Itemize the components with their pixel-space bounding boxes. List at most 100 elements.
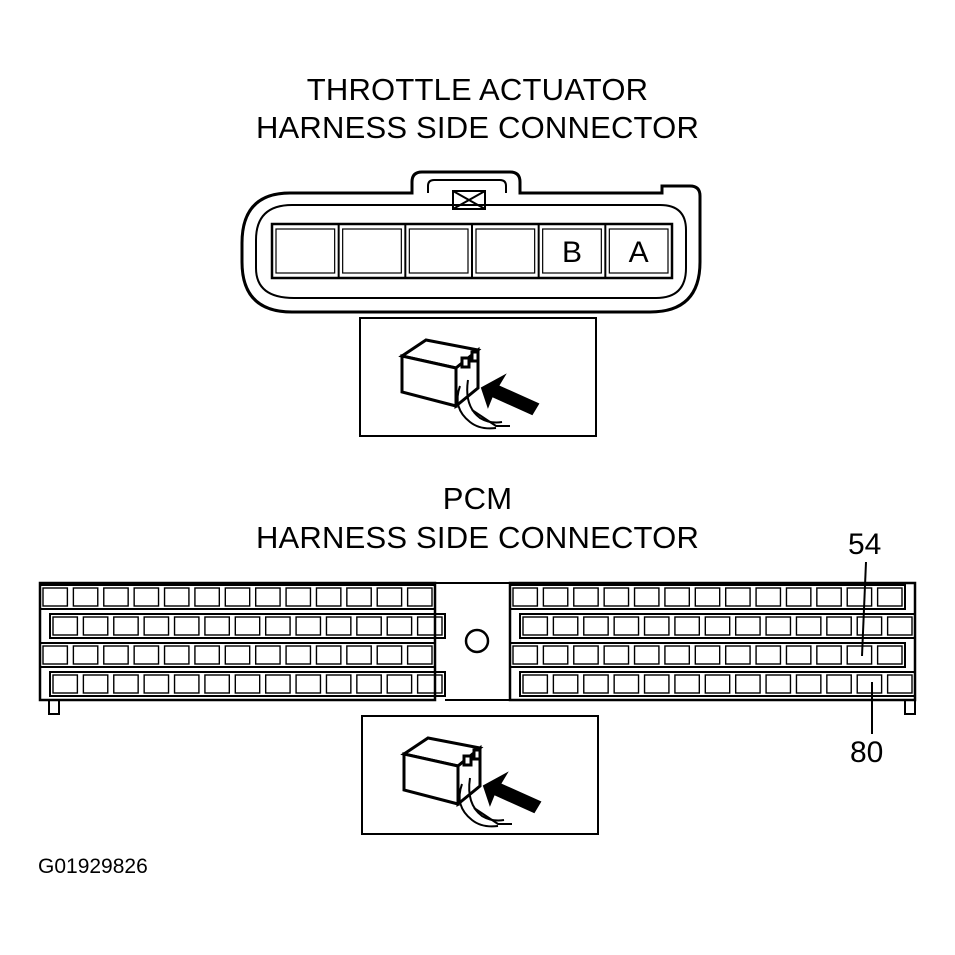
pcm-cavity: [254, 587, 281, 607]
pcm-cavity: [826, 616, 852, 636]
pcm-cavity: [325, 674, 352, 694]
pcm-pin-callout-80: 80: [850, 736, 884, 769]
pcm-cavity: [386, 674, 413, 694]
pcm-cavity: [674, 674, 701, 694]
pcm-cavity: [406, 645, 433, 665]
pcm-cavity: [315, 645, 342, 665]
pcm-cavity: [816, 645, 842, 665]
pcm-cavity: [765, 616, 792, 636]
pcm-cavity: [133, 587, 160, 607]
throttle-cavity: [275, 228, 336, 274]
pcm-cavity: [295, 616, 322, 636]
throttle-cavity: [342, 228, 402, 274]
throttle-cavity: [608, 228, 669, 274]
pcm-cavity: [856, 674, 883, 694]
pcm-cavity: [583, 674, 609, 694]
pcm-cavity: [542, 645, 569, 665]
pcm-cavity: [133, 645, 160, 665]
pcm-cavity: [664, 587, 691, 607]
pcm-cavity: [194, 587, 221, 607]
throttle-title-line1: THROTTLE ACTUATOR: [306, 72, 649, 107]
pcm-cavity: [204, 674, 231, 694]
pcm-cavity: [224, 587, 251, 607]
pcm-foot-left: [48, 699, 60, 715]
pcm-cavity: [416, 674, 443, 694]
pcm-cavity: [103, 587, 129, 607]
pcm-connector-body: [38, 581, 437, 702]
pcm-cavity: [724, 645, 751, 665]
pcm-row-frame: [519, 613, 916, 639]
pcm-cavity: [234, 674, 261, 694]
pcm-cavity: [264, 616, 291, 636]
pcm-row-frame: [49, 671, 446, 697]
pcm-cavity: [603, 587, 630, 607]
pcm-cavity: [376, 645, 403, 665]
pcm-cavity: [633, 587, 660, 607]
pcm-cavity: [163, 587, 190, 607]
pcm-cavity: [795, 616, 822, 636]
throttle-lock-icon: [452, 190, 486, 210]
pcm-cavity: [856, 616, 883, 636]
pcm-cavity: [143, 674, 170, 694]
pcm-cavity: [173, 616, 200, 636]
pcm-cavity: [346, 587, 372, 607]
pcm-cavity: [224, 645, 251, 665]
pcm-cavity: [886, 616, 913, 636]
pcm-cavity: [573, 587, 599, 607]
pcm-cavity: [785, 587, 812, 607]
throttle-lock-tab: [427, 179, 507, 193]
throttle-pin-label: B: [562, 236, 582, 269]
pcm-cavity: [674, 616, 701, 636]
pcm-cavity: [816, 587, 842, 607]
pcm-cavity: [285, 587, 312, 607]
pcm-cavity: [356, 616, 382, 636]
pcm-cavity: [234, 616, 261, 636]
pcm-cavity: [522, 674, 549, 694]
pcm-cavity: [194, 645, 221, 665]
probe-inset-throttle: [359, 317, 597, 437]
pcm-cavity: [72, 587, 99, 607]
pcm-cavity: [552, 674, 579, 694]
pcm-cavity: [765, 674, 792, 694]
pcm-cavity: [603, 645, 630, 665]
pcm-cavity: [694, 645, 721, 665]
pcm-cavity: [643, 674, 670, 694]
throttle-cavity: [542, 228, 602, 274]
pcm-cavity: [52, 674, 79, 694]
pcm-cavity: [846, 587, 873, 607]
pcm-center-hole: [464, 628, 490, 654]
throttle-cavity: [475, 228, 536, 274]
pcm-cavity: [643, 616, 670, 636]
pcm-cavity: [42, 645, 69, 665]
pcm-row-frame: [509, 642, 906, 668]
pcm-cavity: [886, 674, 913, 694]
pcm-cavity: [512, 645, 539, 665]
pcm-row-frame: [519, 671, 916, 697]
pcm-cavity: [704, 674, 731, 694]
pcm-cavity: [826, 674, 852, 694]
pcm-cavity: [664, 645, 691, 665]
pcm-title-line1: PCM: [442, 481, 513, 516]
pcm-cavity: [613, 616, 640, 636]
pcm-cavity: [704, 616, 731, 636]
pcm-cavity: [163, 645, 190, 665]
pcm-cavity: [694, 587, 721, 607]
probe-arrow-icon: [480, 373, 540, 416]
probe-connector-icon: [398, 338, 510, 430]
pcm-cavity: [346, 645, 372, 665]
throttle-title-line2: HARNESS SIDE CONNECTOR: [255, 110, 700, 145]
pcm-cavity: [113, 616, 139, 636]
pcm-cavity: [876, 587, 903, 607]
pcm-cavity: [82, 674, 109, 694]
pcm-foot-right: [904, 699, 916, 715]
pcm-cavity: [204, 616, 231, 636]
pcm-cavity: [285, 645, 312, 665]
pcm-cavity: [52, 616, 79, 636]
pcm-cavity: [755, 645, 782, 665]
pcm-cavity: [315, 587, 342, 607]
pcm-cavity: [72, 645, 99, 665]
pcm-cavity: [376, 587, 403, 607]
pcm-cavity: [795, 674, 822, 694]
